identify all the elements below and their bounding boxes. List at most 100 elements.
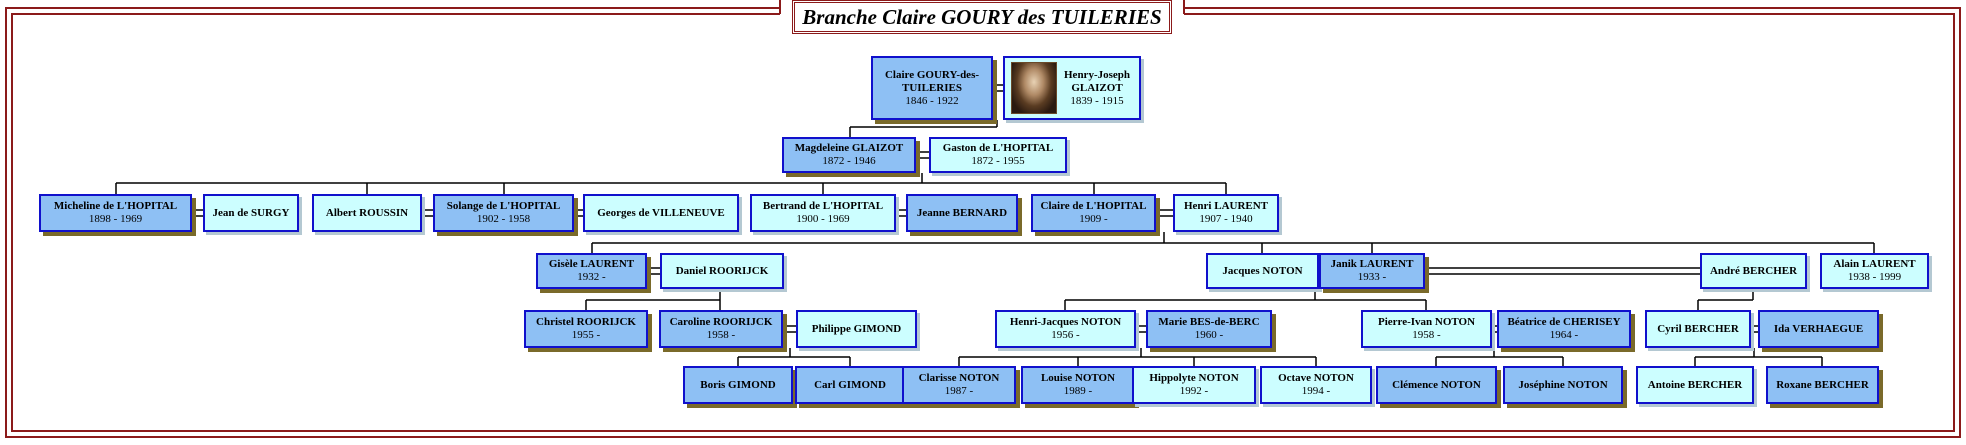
person-name: Boris GIMOND xyxy=(700,378,776,391)
person-josephine[interactable]: Joséphine NOTON xyxy=(1503,366,1623,404)
person-dates: 1992 - xyxy=(1179,385,1209,397)
chart-title: Branche Claire GOURY des TUILERIES xyxy=(802,4,1162,29)
person-name: Janik LAURENT xyxy=(1330,258,1414,270)
person-name: Henri LAURENT xyxy=(1183,200,1269,212)
person-dates: 1964 - xyxy=(1549,329,1579,341)
person-dates: 1898 - 1969 xyxy=(88,213,143,225)
person-name: Clarisse NOTON xyxy=(918,372,1000,384)
person-name: Jean de SURGY xyxy=(212,206,290,219)
person-dates: 1955 - xyxy=(571,329,601,341)
person-name: Cyril BERCHER xyxy=(1657,322,1739,335)
person-dates: 1956 - xyxy=(1051,329,1080,341)
person-name: Henry-Joseph GLAIZOT xyxy=(1064,68,1130,94)
person-name: Claire GOURY-des-TUILERIES xyxy=(884,68,980,94)
person-name: Henri-Jacques NOTON xyxy=(1009,316,1122,328)
person-name: Octave NOTON xyxy=(1278,372,1354,384)
person-dates: 1958 - xyxy=(706,329,736,341)
person-albert[interactable]: Albert ROUSSIN xyxy=(312,194,422,232)
person-dates: 1958 - xyxy=(1412,329,1441,341)
person-name: Marie BES-de-BERC xyxy=(1158,316,1260,328)
person-dates: 1989 - xyxy=(1063,385,1093,397)
person-roxane[interactable]: Roxane BERCHER xyxy=(1766,366,1879,404)
person-antoine[interactable]: Antoine BERCHER xyxy=(1636,366,1754,404)
person-name: Caroline ROORIJCK xyxy=(669,316,773,328)
person-name: Joséphine NOTON xyxy=(1518,378,1608,391)
person-name: Jacques NOTON xyxy=(1222,264,1303,277)
person-name: Jeanne BERNARD xyxy=(916,206,1008,219)
person-name: Georges de VILLENEUVE xyxy=(597,206,725,219)
person-name: Solange de L'HOPITAL xyxy=(446,200,561,212)
person-dates: 1872 - 1955 xyxy=(971,155,1025,167)
person-dates: 1907 - 1940 xyxy=(1199,213,1253,225)
person-dates: 1987 - xyxy=(944,385,974,397)
portrait-photo xyxy=(1011,62,1057,114)
person-andre[interactable]: André BERCHER xyxy=(1700,253,1807,289)
person-dates: 1900 - 1969 xyxy=(796,213,850,225)
person-dates: 1933 - xyxy=(1357,271,1387,283)
person-dates: 1839 - 1915 xyxy=(1070,94,1124,107)
person-cyril[interactable]: Cyril BERCHER xyxy=(1645,310,1751,348)
title-box: Branche Claire GOURY des TUILERIES xyxy=(792,0,1172,34)
person-name: Claire de L'HOPITAL xyxy=(1040,200,1147,212)
person-name: Micheline de L'HOPITAL xyxy=(53,200,178,212)
person-name: Clémence NOTON xyxy=(1392,378,1481,391)
person-jeanne[interactable]: Jeanne BERNARD xyxy=(906,194,1018,232)
person-name: Philippe GIMOND xyxy=(811,322,902,335)
person-dates: 1909 - xyxy=(1079,213,1108,225)
person-clemence[interactable]: Clémence NOTON xyxy=(1376,366,1497,404)
person-name: Bertrand de L'HOPITAL xyxy=(762,200,884,212)
person-boris[interactable]: Boris GIMOND xyxy=(683,366,793,404)
person-name: Christel ROORIJCK xyxy=(536,316,636,328)
person-daniel[interactable]: Daniel ROORIJCK xyxy=(660,253,784,289)
person-jeansurgy[interactable]: Jean de SURGY xyxy=(203,194,299,232)
person-name: André BERCHER xyxy=(1709,264,1798,277)
person-name: Ida VERHAEGUE xyxy=(1773,322,1864,335)
person-name: Antoine BERCHER xyxy=(1647,378,1743,391)
person-dates: 1872 - 1946 xyxy=(822,155,876,167)
person-georges[interactable]: Georges de VILLENEUVE xyxy=(583,194,739,232)
person-name: Roxane BERCHER xyxy=(1776,378,1869,391)
person-dates: 1846 - 1922 xyxy=(905,94,959,107)
person-philippe[interactable]: Philippe GIMOND xyxy=(796,310,917,348)
person-dates: 1960 - xyxy=(1194,329,1224,341)
person-name: Pierre-Ivan NOTON xyxy=(1377,316,1476,328)
person-name: Alain LAURENT xyxy=(1833,258,1916,270)
person-name: Daniel ROORIJCK xyxy=(675,264,769,277)
person-name: Gisèle LAURENT xyxy=(548,258,635,270)
person-name: Béatrice de CHERISEY xyxy=(1507,316,1621,328)
person-name: Hippolyte NOTON xyxy=(1149,372,1239,384)
person-dates: 1932 - xyxy=(577,271,606,283)
person-ida[interactable]: Ida VERHAEGUE xyxy=(1758,310,1879,348)
person-jacques[interactable]: Jacques NOTON xyxy=(1206,253,1319,289)
person-name: Albert ROUSSIN xyxy=(325,206,409,219)
person-name: Gaston de L'HOPITAL xyxy=(942,142,1054,154)
person-name: Louise NOTON xyxy=(1040,372,1116,384)
person-carl[interactable]: Carl GIMOND xyxy=(795,366,905,404)
person-dates: 1902 - 1958 xyxy=(476,213,531,225)
person-name: Magdeleine GLAIZOT xyxy=(794,142,904,154)
